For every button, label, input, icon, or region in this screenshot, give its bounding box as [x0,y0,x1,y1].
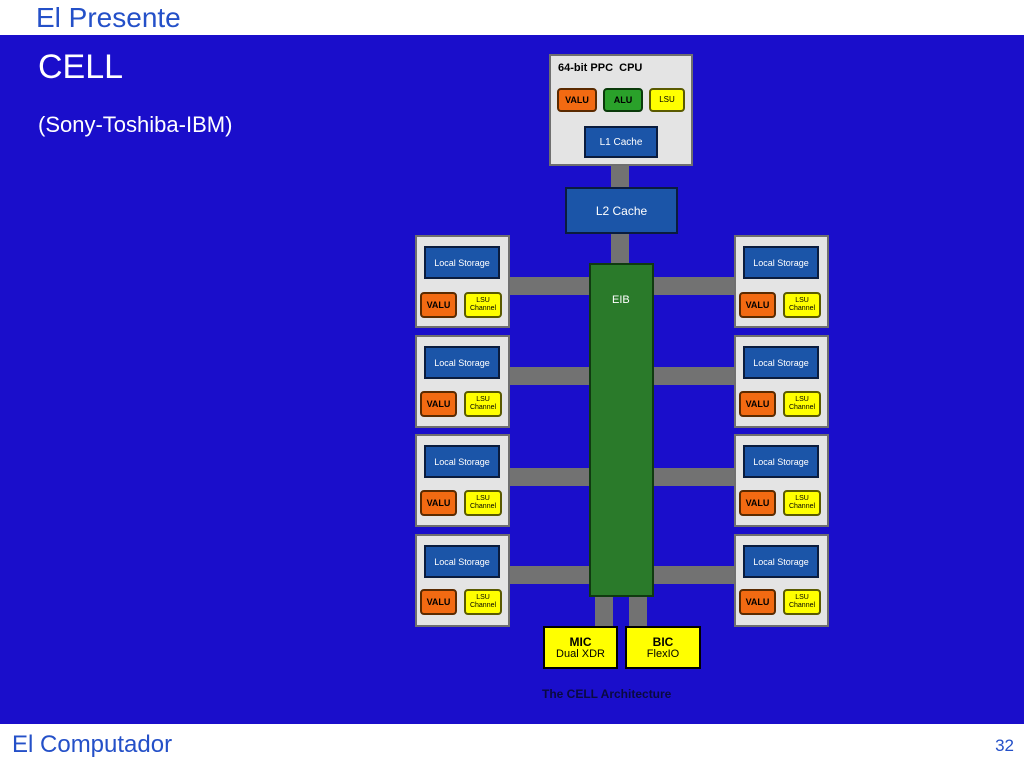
bic-flexio: BIC FlexIO [625,626,701,669]
spe-local-storage: Local Storage [743,346,819,379]
spe-connector-left-4 [508,566,592,584]
l1-cache: L1 Cache [584,126,658,158]
spe-lsu-label: LSU [476,297,490,304]
eib-bus [589,263,654,597]
spe-valu-unit: VALU [420,391,457,417]
spe-connector-right-2 [651,367,737,385]
footer-title: El Computador [12,731,173,758]
spe-connector-right-3 [651,468,737,486]
spe-local-storage: Local Storage [424,545,500,578]
spe-connector-right-4 [651,566,737,584]
spe-valu-unit: VALU [420,589,457,615]
spe-valu-unit: VALU [739,391,776,417]
spe-valu-unit: VALU [739,490,776,516]
l2-cache: L2 Cache [565,187,678,234]
spe-connector-left-1 [508,277,592,295]
bic-sublabel: FlexIO [646,647,680,660]
spe-lsu-label: LSU [795,594,809,601]
spe-local-storage: Local Storage [743,246,819,279]
spe-lsu-label: LSU [476,396,490,403]
page-number: 32 [995,736,1014,755]
slide-title: CELL [38,48,124,86]
diagram-caption: The CELL Architecture [542,687,672,701]
spe-lsu-label: LSU [476,594,490,601]
mic-label: MIC [569,634,592,649]
spe-local-storage: Local Storage [743,445,819,478]
mic-dual-xdr: MIC Dual XDR [543,626,618,669]
cpu-title: 64-bit PPC CPU [558,62,643,74]
spe-local-storage: Local Storage [424,445,500,478]
spe-valu-unit: VALU [420,490,457,516]
mic-sublabel: Dual XDR [556,647,605,660]
spe-connector-right-1 [651,277,737,295]
spe-lsu-label: LSU [795,495,809,502]
spe-channel-label: Channel [469,305,497,312]
spe-lsu-label: LSU [795,297,809,304]
spe-local-storage: Local Storage [424,346,500,379]
cpu-l2-connector [611,164,629,188]
spe-channel-label: Channel [469,503,497,510]
spe-valu-unit: VALU [739,292,776,318]
cpu-lsu-unit: LSU [649,88,685,112]
spe-local-storage: Local Storage [743,545,819,578]
slide-header-title: El Presente [36,2,181,33]
spe-channel-label: Channel [788,503,816,510]
spe-lsu-label: LSU [476,495,490,502]
l2-eib-connector [611,233,629,265]
slide-subtitle: (Sony-Toshiba-IBM) [38,112,233,137]
spe-channel-label: Channel [788,602,816,609]
bic-label: BIC [652,634,674,649]
spe-channel-label: Channel [469,404,497,411]
spe-connector-left-2 [508,367,592,385]
spe-channel-label: Channel [788,305,816,312]
cpu-alu-unit: ALU [603,88,643,112]
spe-local-storage: Local Storage [424,246,500,279]
spe-lsu-label: LSU [795,396,809,403]
eib-label: EIB [612,294,630,306]
spe-valu-unit: VALU [420,292,457,318]
spe-channel-label: Channel [469,602,497,609]
cpu-valu-unit: VALU [557,88,597,112]
spe-channel-label: Channel [788,404,816,411]
spe-valu-unit: VALU [739,589,776,615]
eib-mic-connector [595,595,613,627]
spe-connector-left-3 [508,468,592,486]
eib-bic-connector [629,595,647,627]
